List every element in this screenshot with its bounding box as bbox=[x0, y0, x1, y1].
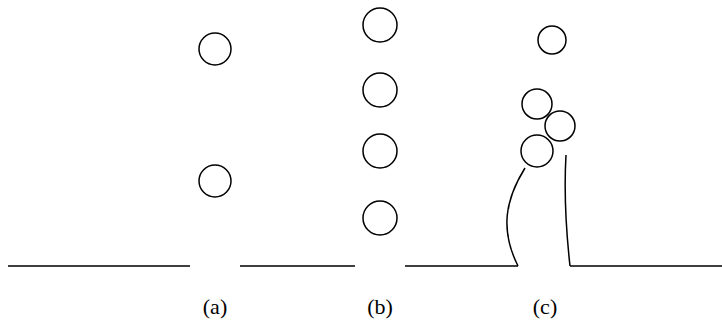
bubble bbox=[545, 111, 575, 141]
bubble bbox=[363, 73, 397, 107]
panel-label: (a) bbox=[203, 294, 227, 320]
bubble bbox=[363, 201, 397, 235]
wall-line bbox=[8, 265, 190, 267]
gas-jet-boundary bbox=[507, 168, 525, 266]
bubble bbox=[199, 33, 231, 65]
gas-jet-boundary bbox=[565, 155, 570, 266]
bubble bbox=[521, 135, 553, 167]
wall-line bbox=[570, 265, 722, 267]
panel-label: (b) bbox=[367, 294, 393, 320]
panel-label: (c) bbox=[533, 294, 557, 320]
bubble bbox=[199, 165, 231, 197]
bubble bbox=[538, 26, 566, 54]
wall-line bbox=[240, 265, 355, 267]
bubble bbox=[363, 134, 397, 168]
wall-line bbox=[405, 265, 518, 267]
bubble bbox=[522, 89, 552, 119]
bubble bbox=[363, 8, 397, 42]
